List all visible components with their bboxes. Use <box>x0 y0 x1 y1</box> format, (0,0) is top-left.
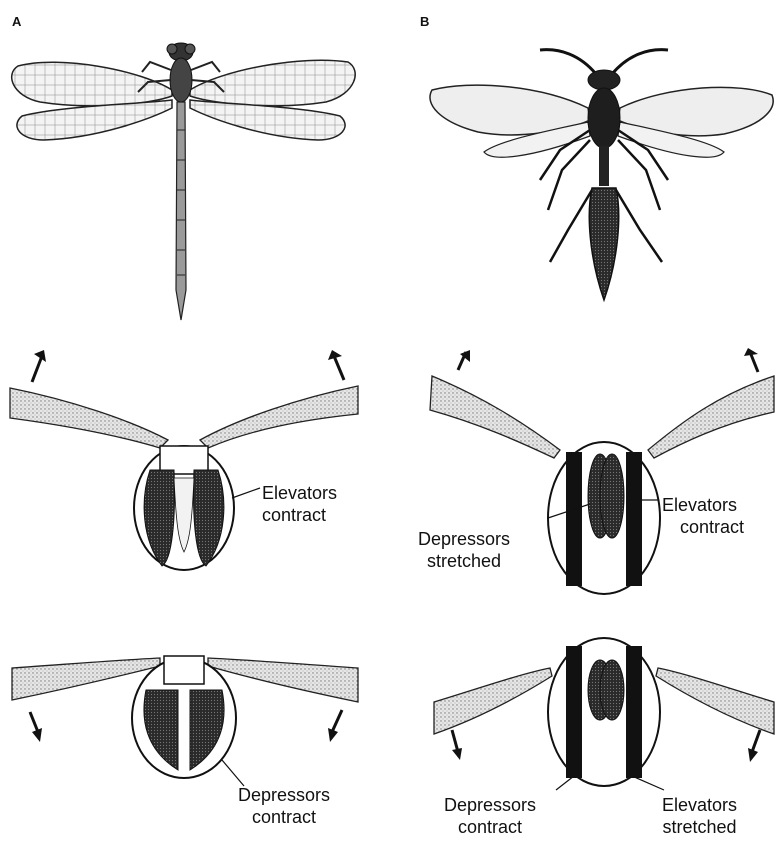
label-line: stretched <box>662 816 737 838</box>
label-line: contract <box>444 816 536 838</box>
arrow-down-icon <box>30 712 42 742</box>
section-a-upstroke <box>10 386 358 570</box>
label-line: contract <box>262 504 337 526</box>
label-line: Depressors <box>444 794 536 816</box>
label-b-depressors-contract: Depressors contract <box>444 794 536 838</box>
label-line: contract <box>680 516 744 538</box>
label-b-elevators-stretched: Elevators stretched <box>662 794 737 838</box>
arrow-down-icon <box>452 730 462 760</box>
arrow-up-icon <box>32 350 46 382</box>
label-line: Elevators <box>262 482 337 504</box>
label-b-elevators-contract: Elevators contract <box>662 494 744 538</box>
label-line: Elevators <box>662 794 737 816</box>
arrow-down-icon <box>748 730 760 762</box>
arrow-up-icon <box>328 350 344 380</box>
section-a-downstroke <box>12 656 358 786</box>
arrow-up-icon <box>458 350 470 370</box>
dragonfly-icon <box>12 43 355 320</box>
panel-letter-a: A <box>12 14 21 29</box>
panel-letter-b: B <box>420 14 429 29</box>
label-line: Depressors <box>418 528 510 550</box>
section-b-downstroke <box>434 638 774 790</box>
label-b-depressors-stretched: Depressors stretched <box>418 528 510 572</box>
label-line: contract <box>238 806 330 828</box>
label-line: Depressors <box>238 784 330 806</box>
arrow-down-icon <box>328 710 342 742</box>
label-a-elevators-contract: Elevators contract <box>262 482 337 526</box>
wasp-icon <box>430 50 773 300</box>
label-line: Elevators <box>662 494 744 516</box>
arrow-up-icon <box>744 348 758 372</box>
label-line: stretched <box>418 550 510 572</box>
label-a-depressors-contract: Depressors contract <box>238 784 330 828</box>
